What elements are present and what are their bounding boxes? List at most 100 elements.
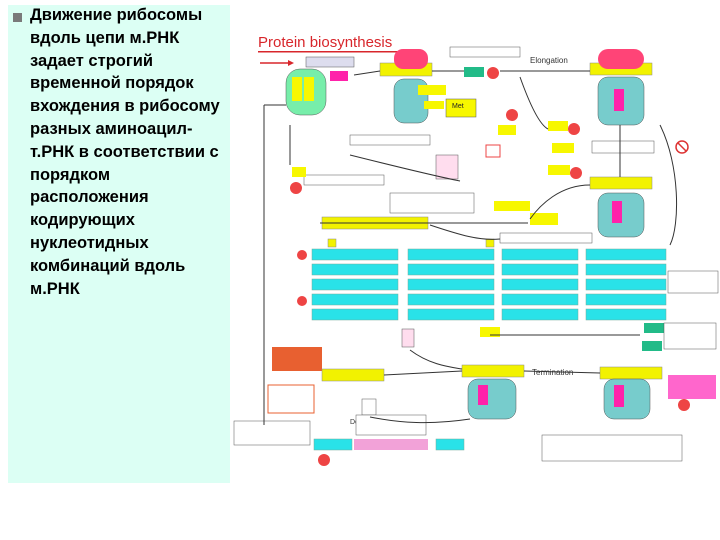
ribosome-site-a: [304, 77, 314, 101]
degradation-trna: [361, 398, 377, 416]
trna-label-box-2: [424, 101, 444, 109]
pathway-line: [529, 184, 591, 220]
termination-label: Termination: [532, 368, 573, 377]
table-marker-2: [485, 238, 495, 248]
bottom-left-note: [233, 420, 311, 446]
initiation-box: [305, 56, 355, 68]
bullet-icon: [13, 13, 22, 22]
pathway-line: [369, 416, 471, 424]
diagram-title: Protein biosynthesis: [258, 34, 392, 51]
eftu-box: [552, 143, 574, 153]
side-note-box: [667, 270, 719, 294]
trna-right-2: [612, 201, 622, 223]
bottom-synthetase-cell-2: [435, 438, 465, 451]
binding-note-box: [389, 192, 475, 214]
ribosome-site-p: [292, 77, 302, 101]
initiation-factor: [330, 71, 348, 81]
gtp-box-2: [498, 125, 516, 135]
ribosome-termination: [467, 378, 517, 420]
factor-badge-7: [318, 454, 330, 466]
text-panel: Движение рибосомы вдоль цепи м.РНК задае…: [8, 5, 230, 483]
release-factor-box: [449, 46, 521, 58]
gdp-box: [530, 213, 558, 225]
synthetase-cell: [407, 293, 495, 306]
synthetase-cell: [501, 308, 579, 321]
synthetase-cell: [311, 278, 399, 291]
synthetase-cell: [407, 248, 495, 261]
trna-right-1: [614, 89, 624, 111]
mrna-strand-bottom-3: [599, 366, 663, 380]
factor-badge-1: [487, 67, 499, 79]
aa-trna-box: [494, 201, 530, 211]
diagram-figure: Protein biosynthesis Elongation Terminat…: [233, 34, 719, 466]
atp-box: [480, 327, 500, 337]
gtp-box-4: [642, 341, 662, 351]
factor-badge-2: [506, 109, 518, 121]
pathway-line: [349, 154, 461, 182]
pathway-line: [353, 70, 381, 76]
bottom-synthetase-cell: [313, 438, 353, 451]
gtp-box-1: [464, 67, 484, 77]
title-arrowhead: [288, 60, 294, 66]
efg-box: [548, 165, 570, 175]
ribosome-subunit-small: [435, 154, 459, 180]
peptide-release-note: [355, 414, 427, 436]
factor-badge-4: [568, 123, 580, 135]
ribosome-large-right-1: [598, 49, 644, 69]
bullet-text: Движение рибосомы вдоль цепи м.РНК задае…: [30, 6, 220, 298]
trna-lower: [401, 328, 415, 348]
factor-badge-5: [570, 167, 582, 179]
table-badge-1: [297, 250, 307, 260]
synthetase-cell: [585, 278, 667, 291]
pathway-line: [523, 370, 601, 374]
trna-label-box: [418, 85, 446, 95]
bottom-pink-cell: [354, 439, 428, 450]
mrna-strand-bottom-1: [321, 368, 385, 382]
pathway-line: [659, 124, 678, 246]
translocation-note: [663, 322, 717, 350]
factor-badge-6: [678, 399, 690, 411]
mrna-strand-bottom-2: [461, 364, 525, 378]
release-factor-box-right: [668, 375, 716, 399]
synthetase-cell: [407, 278, 495, 291]
synthetase-cell: [501, 278, 579, 291]
table-badge-2: [297, 296, 307, 306]
synthetase-cell: [585, 293, 667, 306]
factor-box-mid: [303, 174, 385, 186]
synthetase-cell: [407, 308, 495, 321]
signal-recognition-note: [541, 434, 683, 462]
synthetase-cell: [501, 263, 579, 276]
synthetase-cell: [311, 248, 399, 261]
synthetase-cell: [501, 293, 579, 306]
gtp-box-right: [548, 121, 568, 131]
synthetase-cell: [501, 248, 579, 261]
trna-termination: [478, 385, 488, 405]
protein-biosynthesis-diagram: Protein biosynthesis Elongation Terminat…: [230, 5, 720, 483]
synthetase-cell: [585, 308, 667, 321]
inhibitor-icon-slash: [677, 142, 687, 152]
ribosome-large-top: [394, 49, 428, 69]
initiation-complex-label: [349, 134, 431, 146]
table-marker-1: [327, 238, 337, 248]
factor-badge-3: [290, 182, 302, 194]
met-trna-box: [445, 98, 477, 118]
orange-factor-box-1: [272, 347, 322, 371]
inhibitor-note-box: [591, 140, 655, 154]
synthetase-cell: [585, 263, 667, 276]
synthetase-cell: [407, 263, 495, 276]
synthetase-cell: [311, 293, 399, 306]
mid-left-label: [292, 167, 306, 177]
synthetase-cell: [311, 308, 399, 321]
pathway-arrows: [263, 70, 678, 425]
synthetase-cell: [585, 248, 667, 261]
mrna-strand-right-2: [589, 176, 653, 190]
aminoacyl-note-box: [499, 232, 593, 244]
synthetase-cell: [311, 263, 399, 276]
gtp-marker: [485, 144, 501, 158]
pathway-line: [429, 224, 501, 240]
orange-factor-box-2: [267, 384, 315, 414]
elongation-label: Elongation: [530, 56, 568, 65]
trna-release: [614, 385, 624, 407]
aminoacid-label: Met: [452, 103, 464, 110]
synthetase-table: [311, 248, 667, 321]
